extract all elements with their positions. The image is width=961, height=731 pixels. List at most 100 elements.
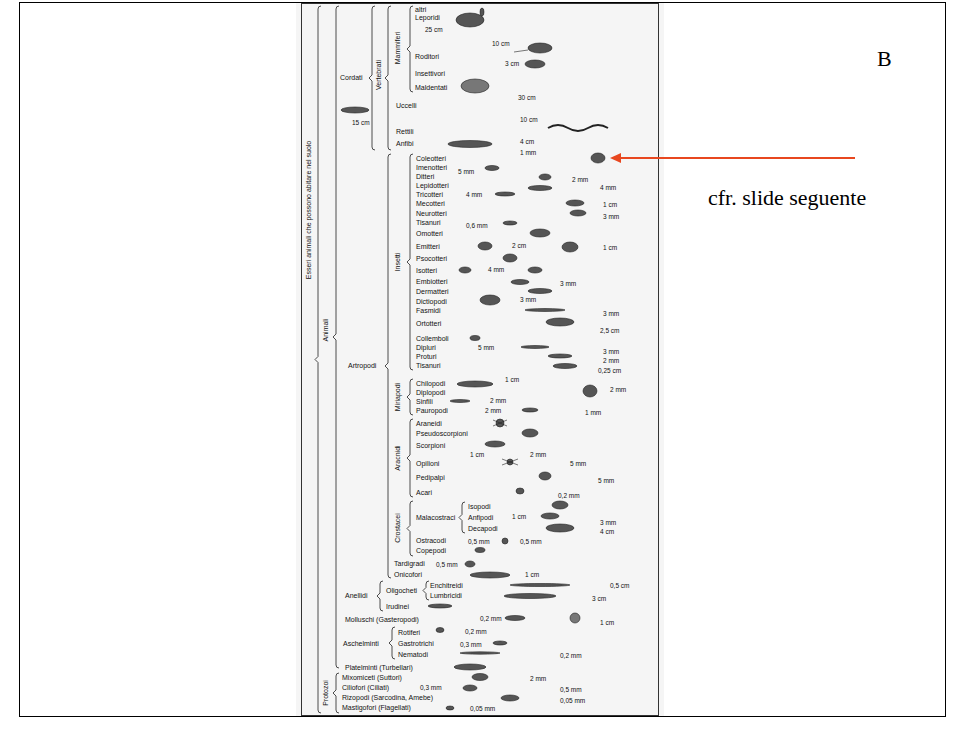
size-label: 2,5 cm: [600, 327, 620, 335]
taxon-label: Nematodi: [398, 651, 428, 659]
taxon-label: Pseudoscorpioni: [416, 430, 468, 438]
taxon-label: Isotteri: [416, 267, 437, 275]
taxon-label: Gastrotrichi: [398, 640, 434, 648]
taxon-label: Scorpioni: [416, 442, 445, 450]
taxon-label: Ciliofori (Ciliati): [342, 684, 389, 692]
taxon-label: Molluschi (Gasteropodi): [345, 616, 419, 624]
red-pointer-arrow: [610, 153, 855, 163]
size-label: 2 mm: [490, 397, 506, 405]
size-label: 3 mm: [560, 280, 576, 288]
size-label: 0,2 mm: [465, 628, 487, 636]
taxon-label: Coleotteri: [416, 155, 446, 163]
size-label: 2 mm: [530, 675, 546, 683]
taxon-label: Aschelminti: [343, 640, 379, 648]
scan-ground: [296, 3, 664, 716]
taxon-label: Platelminti (Turbellari): [345, 664, 413, 672]
size-label: 1 mm: [585, 409, 601, 417]
group-label: Miriapodi: [394, 383, 402, 411]
taxon-label: altri Leporidi: [415, 6, 449, 22]
size-label: 2 mm: [610, 386, 626, 394]
size-label: 0,25 cm: [598, 367, 621, 375]
size-label: 1 cm: [470, 451, 484, 459]
taxon-label: Psocotteri: [416, 255, 447, 263]
taxon-label: Acari: [416, 489, 432, 497]
taxon-label: Ditteri: [416, 173, 434, 181]
group-label: Vertebrati: [375, 60, 383, 90]
size-label: 3 mm: [520, 296, 536, 304]
size-label: 5 mm: [458, 168, 474, 176]
size-label: 0,3 mm: [420, 684, 442, 692]
taxon-label: Cordati: [340, 74, 363, 82]
taxon-label: Omotteri: [416, 230, 443, 238]
group-label: Aracnidi: [394, 445, 402, 470]
taxon-label: Anfipodi: [468, 514, 493, 522]
taxon-label: Tisanuri: [416, 362, 441, 370]
taxon-label: Rizopodi (Sarcodina, Amebe): [342, 694, 433, 702]
size-label: 1 cm: [603, 201, 617, 209]
taxon-label: Fasmidi: [416, 307, 441, 315]
taxon-label: Ortotteri: [416, 320, 441, 328]
taxon-label: Dipluri: [416, 344, 436, 352]
size-label: 15 cm: [352, 119, 370, 127]
taxon-label: Ostracodi: [416, 537, 446, 545]
size-label: 0,3 mm: [460, 641, 482, 649]
taxon-label: Pedipalpi: [416, 474, 445, 482]
taxon-label: Collemboli: [416, 335, 449, 343]
size-label: 30 cm: [518, 94, 536, 102]
size-label: 10 cm: [520, 116, 538, 124]
size-label: 0,5 mm: [468, 538, 490, 546]
taxon-brackets: [315, 6, 465, 713]
taxon-label: Lepidotteri: [416, 182, 449, 190]
size-label: 10 cm: [492, 40, 510, 48]
taxon-label: Copepodi: [416, 547, 446, 555]
taxon-label: Mastigofori (Flagellati): [342, 704, 411, 712]
slide-frame: [20, 3, 946, 717]
taxon-label: Artropodi: [348, 362, 376, 370]
taxon-label: Anfibi: [396, 140, 414, 148]
size-label: 3 mm: [603, 213, 619, 221]
size-label: 25 cm: [425, 26, 443, 34]
size-label: 0,05 mm: [470, 705, 495, 713]
taxon-label: Rotiferi: [398, 629, 420, 637]
size-label: 0,5 mm: [520, 538, 542, 546]
taxon-label: Malacostraci: [416, 514, 455, 522]
taxon-label: Diplopodi: [416, 389, 445, 397]
size-label: 0,2 mm: [560, 652, 582, 660]
callout-note: cfr. slide seguente: [708, 185, 866, 211]
taxon-label: Opilioni: [416, 460, 439, 468]
size-label: 5 mm: [598, 477, 614, 485]
size-label: 1 cm: [603, 244, 617, 252]
size-label: 0,2 mm: [558, 492, 580, 500]
size-label: 5 mm: [570, 460, 586, 468]
taxon-label: Tisanuri: [416, 219, 441, 227]
taxon-label: Mecotteri: [416, 200, 445, 208]
size-label: 3 cm: [505, 60, 519, 68]
size-label: 1 cm: [512, 513, 526, 521]
taxon-label: Irudinei: [386, 603, 409, 611]
group-label: Mammiferi: [394, 32, 402, 65]
group-label: Animali: [322, 319, 330, 342]
taxon-label: Dermatteri: [416, 288, 449, 296]
size-label: 0,5 mm: [560, 686, 582, 694]
panel-letter: B: [877, 46, 892, 72]
animal-drawings: [341, 8, 608, 710]
taxon-label: Dictiopodi: [416, 298, 447, 306]
taxon-label: Emitteri: [416, 243, 440, 251]
taxon-label: Isopodi: [468, 503, 491, 511]
taxon-label: Enchitreidi: [430, 582, 463, 590]
size-label: 1 cm: [505, 376, 519, 384]
taxon-label: Imenotteri: [416, 164, 447, 172]
size-label: 0,5 cm: [610, 582, 630, 590]
size-label: 3 mm: [603, 310, 619, 318]
size-label: 4 mm: [600, 184, 616, 192]
size-label: 1 mm: [520, 149, 536, 157]
figure-frame: [302, 4, 659, 716]
group-label: Crostacei: [394, 513, 402, 543]
size-label: 1 cm: [525, 571, 539, 579]
taxon-label: Tardigradi: [394, 560, 425, 568]
size-label: 0,6 mm: [466, 222, 488, 230]
size-label: 3 cm: [592, 595, 606, 603]
size-label: 2 mm: [603, 357, 619, 365]
size-label: 2 mm: [572, 176, 588, 184]
